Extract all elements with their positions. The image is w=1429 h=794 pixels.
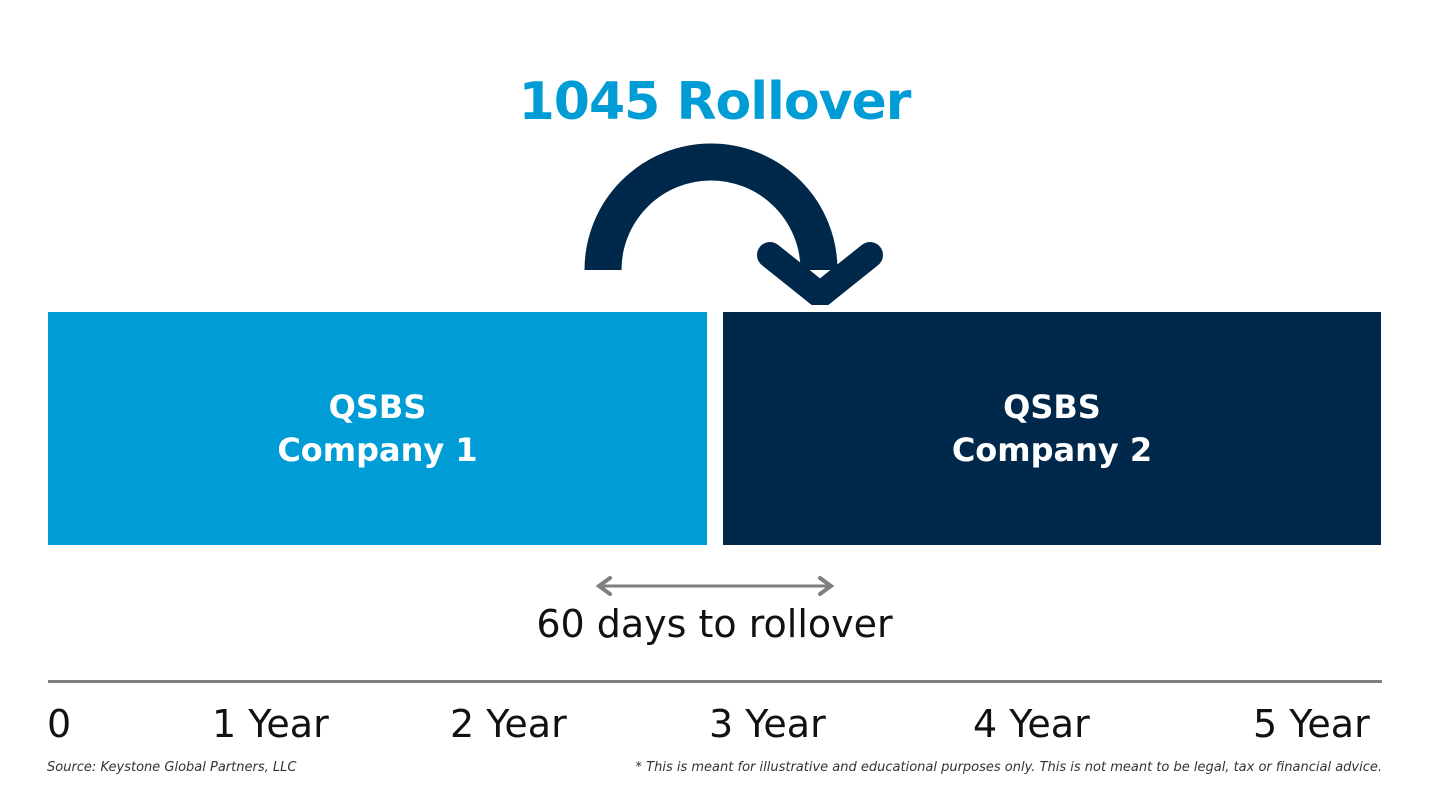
timeline-tick: 5 Year xyxy=(1253,702,1370,746)
company-2-box: QSBS Company 2 xyxy=(723,312,1381,545)
curved-arrow-icon xyxy=(584,143,883,305)
company-1-name: Company 1 xyxy=(277,430,478,469)
diagram-title: 1045 Rollover xyxy=(518,72,912,132)
company-1-type: QSBS xyxy=(328,387,427,426)
timeline-axis xyxy=(48,680,1382,683)
company-2-type: QSBS xyxy=(1003,387,1101,426)
timeline-tick: 2 Year xyxy=(450,702,567,746)
double-arrow-icon xyxy=(595,576,835,596)
rollover-window-label: 60 days to rollover xyxy=(536,602,893,646)
timeline-tick: 4 Year xyxy=(973,702,1090,746)
timeline-tick: 3 Year xyxy=(709,702,826,746)
disclaimer-note: * This is meant for illustrative and edu… xyxy=(635,760,1382,775)
company-1-box: QSBS Company 1 xyxy=(48,312,707,545)
timeline-tick: 0 xyxy=(47,702,72,746)
company-2-name: Company 2 xyxy=(951,430,1153,469)
timeline-tick: 1 Year xyxy=(212,702,329,746)
source-note: Source: Keystone Global Partners, LLC xyxy=(47,760,297,775)
